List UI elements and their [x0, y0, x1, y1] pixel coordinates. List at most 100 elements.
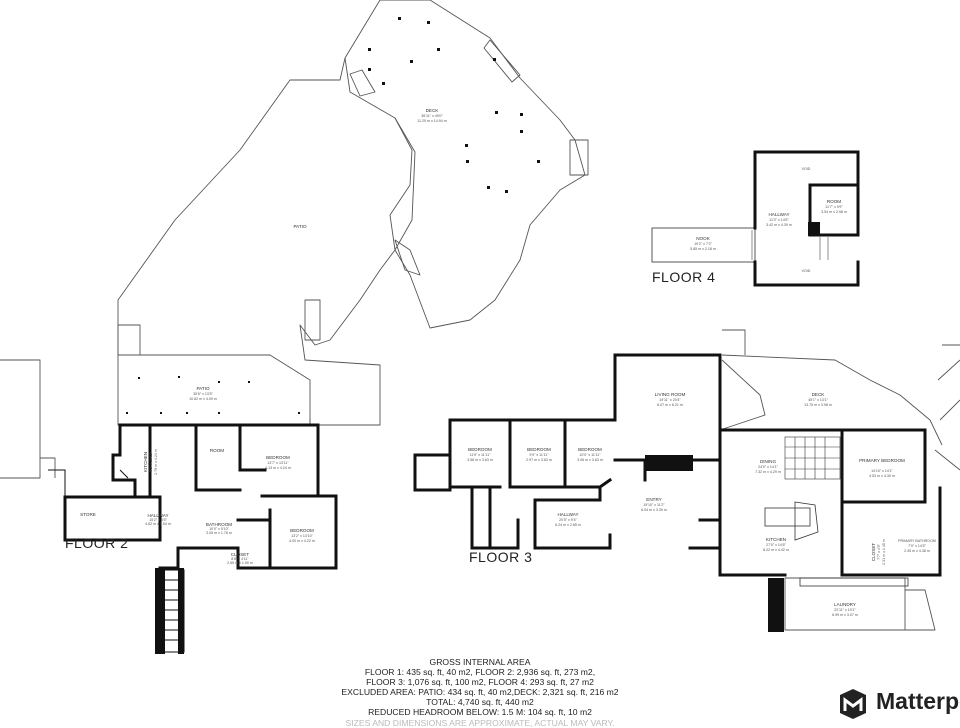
room-dims: 10'0" x 11'11" — [579, 453, 601, 457]
room-metric: 3.54 m x 2.98 m — [821, 210, 847, 214]
room-dims: 11'3" x 14'5" — [769, 218, 789, 222]
room-name: CLOSET — [871, 543, 876, 562]
floor2-walls — [63, 423, 338, 570]
room-dims: 11'9" x 11'11" — [470, 453, 492, 457]
area-summary-title: GROSS INTERNAL AREA — [429, 657, 531, 667]
room-dims: 7'7" x 4'9" — [877, 543, 881, 559]
room-name: BEDROOM — [468, 447, 492, 452]
room-name: PATIO — [293, 224, 307, 229]
room-dims: 8'8" x 4'11" — [231, 557, 249, 561]
matterport-logo: Matterport — [838, 688, 960, 720]
room-name: PRIMARY BATHROOM — [898, 539, 936, 543]
area-summary-note: SIZES AND DIMENSIONS ARE APPROXIMATE, AC… — [345, 717, 615, 728]
room-metric: 11.25 m x 14.94 m — [417, 119, 447, 123]
floor-4-label: FLOOR 4 — [652, 269, 716, 285]
room-name: LIVING ROOM — [655, 392, 686, 397]
room-metric: 2.79 m x 4.24 m — [154, 449, 158, 475]
room-dims: 19'2" x 7'2" — [694, 242, 712, 246]
room-metric: 3.42 m x 4.39 m — [766, 223, 792, 227]
floor4-walls — [753, 150, 860, 287]
room-metric: 2.65 m x 1.50 m — [227, 561, 253, 565]
room-dims: 9'9" x 11'11" — [529, 453, 549, 457]
room-dims: 22'11" x 10'1" — [834, 608, 856, 612]
room-name: LAUNDRY — [834, 602, 856, 607]
room-name: VOID — [802, 269, 811, 273]
room-metric: 13.75 m x 3.98 m — [804, 403, 832, 407]
room-metric: 10.82 m x 4.09 m — [189, 397, 217, 401]
deck-outline — [344, 0, 586, 329]
area-summary-line: EXCLUDED AREA: PATIO: 434 sq. ft, 40 m2,… — [341, 687, 619, 698]
room-dims: 35'6" x 13'5" — [193, 392, 213, 396]
area-summary-line: FLOOR 1: 435 sq. ft, 40 m2, FLOOR 2: 2,9… — [364, 667, 596, 678]
room-metric: 3.06 m x 3.63 m — [577, 458, 603, 462]
room-name: DINING — [760, 459, 777, 464]
room-metric: 8.22 m x 4.42 m — [763, 548, 789, 552]
room-name: ENTRY — [646, 497, 662, 502]
room-metric: 4.53 m x 4.30 m — [869, 474, 895, 478]
floor3-walls — [448, 353, 942, 577]
room-dims: 24'0" x 14'1" — [758, 465, 778, 469]
room-metric: 6.04 m x 3.39 m — [641, 508, 667, 512]
room-dims: 14'10" x 14'1" — [871, 469, 893, 473]
room-dims: 11'7" x 9'9" — [825, 205, 843, 209]
room-metric: 6.99 m x 3.07 m — [832, 613, 858, 617]
room-metric: 3.05 m x 1.78 m — [206, 531, 232, 535]
room-name: CLOSET — [231, 552, 250, 557]
room-labels: DECK 36'11" x 49'0" 11.25 m x 14.94 m PA… — [80, 108, 936, 617]
area-summary-line: REDUCED HEADROOM BELOW: 1.5 M: 104 sq. f… — [368, 707, 592, 718]
area-summary: GROSS INTERNAL AREA FLOOR 1: 435 sq. ft,… — [280, 657, 680, 728]
room-dims: 10'0" x 5'10" — [209, 527, 229, 531]
room-metric: 4.62 m x 1.04 m — [145, 522, 171, 526]
room-dims: 27'0" x 14'6" — [766, 543, 786, 547]
room-name: ROOM — [210, 448, 224, 453]
area-summary-line: FLOOR 3: 1,076 sq. ft, 100 m2, FLOOR 4: … — [366, 677, 594, 688]
patio2-outline — [117, 354, 311, 426]
area-summary-line: TOTAL: 4,740 sq. ft, 440 m2 — [426, 697, 534, 708]
room-metric: 5.85 m x 2.18 m — [690, 247, 716, 251]
room-metric: 6.24 m x 2.85 m — [555, 523, 581, 527]
room-name: BEDROOM — [266, 455, 290, 460]
matterport-cube-icon — [840, 689, 866, 719]
room-name: VOID — [802, 167, 811, 171]
room-dims: 13'7" x 13'11" — [267, 461, 289, 465]
room-name: BEDROOM — [527, 447, 551, 452]
room-name: HALLWAY — [147, 513, 168, 518]
brand-name: Matterport — [876, 688, 960, 714]
room-dims: 13'2" x 13'10" — [291, 534, 313, 538]
room-dims: 19'10" x 11'2" — [643, 503, 665, 507]
room-dims: 19'11" x 20'4" — [659, 398, 681, 402]
floor-2-label: FLOOR 2 — [65, 535, 129, 551]
room-name: ROOM — [827, 199, 841, 204]
room-dims: 36'11" x 49'0" — [421, 114, 443, 118]
room-metric: 4.00 m x 4.22 m — [289, 539, 315, 543]
room-dims: 15'2" x 3'5" — [149, 518, 167, 522]
room-name: KITCHEN — [766, 537, 786, 542]
room-dims: 45'1" x 13'1" — [808, 398, 828, 402]
room-name: PRIMARY BEDROOM — [859, 458, 905, 463]
room-metric: 6.07 m x 6.21 m — [657, 403, 683, 407]
right-deck-outline — [719, 329, 960, 471]
room-metric: 7.32 m x 4.29 m — [755, 470, 781, 474]
room-name: BATHROOM — [206, 522, 232, 527]
room-name: PATIO — [196, 386, 210, 391]
room-name: BEDROOM — [290, 528, 314, 533]
room-metric: 3.58 m x 3.63 m — [467, 458, 493, 462]
patio-outline — [117, 57, 413, 426]
room-metric: 2.35 m x 4.38 m — [904, 549, 930, 553]
room-dims: 9'2" x 13'11" — [149, 452, 153, 472]
room-name: STORE — [80, 512, 96, 517]
room-name: HALLWAY — [768, 212, 789, 217]
room-name: DECK — [812, 392, 826, 397]
room-name: KITCHEN — [143, 452, 148, 472]
room-dims: 7'9" x 14'5" — [908, 544, 926, 548]
room-name: HALLWAY — [557, 512, 578, 517]
room-metric: 4.13 m x 4.24 m — [265, 466, 291, 470]
room-dims: 20'5" x 9'4" — [559, 518, 577, 522]
floor-3-label: FLOOR 3 — [469, 549, 533, 565]
room-metric: 2.97 m x 3.63 m — [526, 458, 552, 462]
room-name: DECK — [426, 108, 440, 113]
room-metric: 2.31 m x 1.45 m — [882, 539, 886, 565]
room-name: BEDROOM — [578, 447, 602, 452]
room-name: NOOK — [696, 236, 710, 241]
